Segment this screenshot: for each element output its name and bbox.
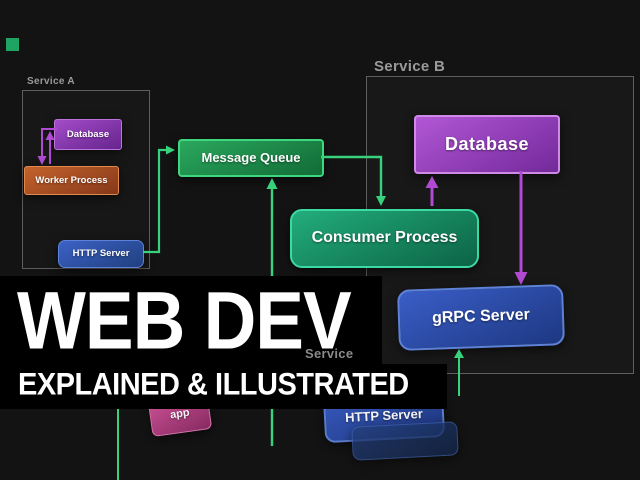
service-b-label: Service B [374,58,446,75]
title-background-top [0,276,382,366]
worker-process-node: Worker Process [24,166,119,195]
background-partial-node [351,421,459,461]
title-line-1: WEB DEV [17,275,352,367]
arrowhead-bottom-to-queue [266,178,278,189]
grpc-server-node: gRPC Server [396,284,566,351]
background-service-label: Service [305,346,354,361]
message-queue-node: Message Queue [178,139,324,177]
service-a-label: Service A [27,76,75,87]
consumer-process-node: Consumer Process [290,209,479,268]
arrowhead-http-to-queue [166,145,175,155]
title-line-2: EXPLAINED & ILLUSTRATED [18,366,409,402]
service-b-database-node: Database [414,115,560,174]
service-a-database-node: Database [54,119,122,150]
http-server-node: HTTP Server [58,240,144,268]
title-background-bottom [0,364,447,409]
green-square-marker [6,38,19,51]
